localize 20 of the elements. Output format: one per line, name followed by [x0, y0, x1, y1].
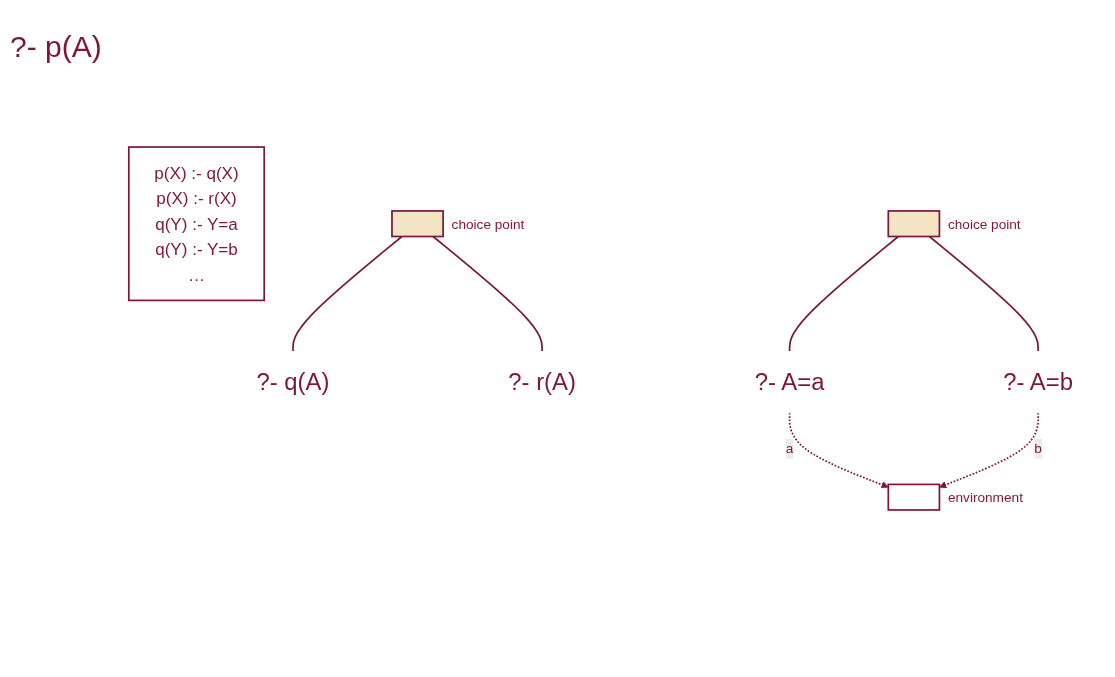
node-box [390, 210, 444, 238]
connector [291, 235, 403, 353]
node-box [887, 483, 940, 511]
query-text: ?- p(A) [10, 30, 102, 64]
connector [928, 235, 1039, 353]
node-text: ?- q(A) [256, 368, 330, 395]
node-box [887, 210, 940, 238]
node-text: ?- r(A) [508, 368, 576, 395]
node-text: ?- A=a [754, 368, 825, 395]
arrow [788, 412, 889, 489]
node-box: p(X) :- q(X) p(X) :- r(X) q(Y) :- Y=a q(Y) :- Y=b … [127, 146, 265, 302]
box-caption: choice point [451, 216, 524, 232]
connector [788, 235, 899, 353]
box-caption: environment [947, 490, 1023, 506]
box-caption: choice point [947, 216, 1021, 232]
node-text: ?- A=b [1003, 368, 1073, 395]
connector [431, 235, 543, 353]
arrow [938, 412, 1039, 489]
edge-label: a [785, 440, 794, 456]
edge-label: b [1034, 440, 1042, 456]
